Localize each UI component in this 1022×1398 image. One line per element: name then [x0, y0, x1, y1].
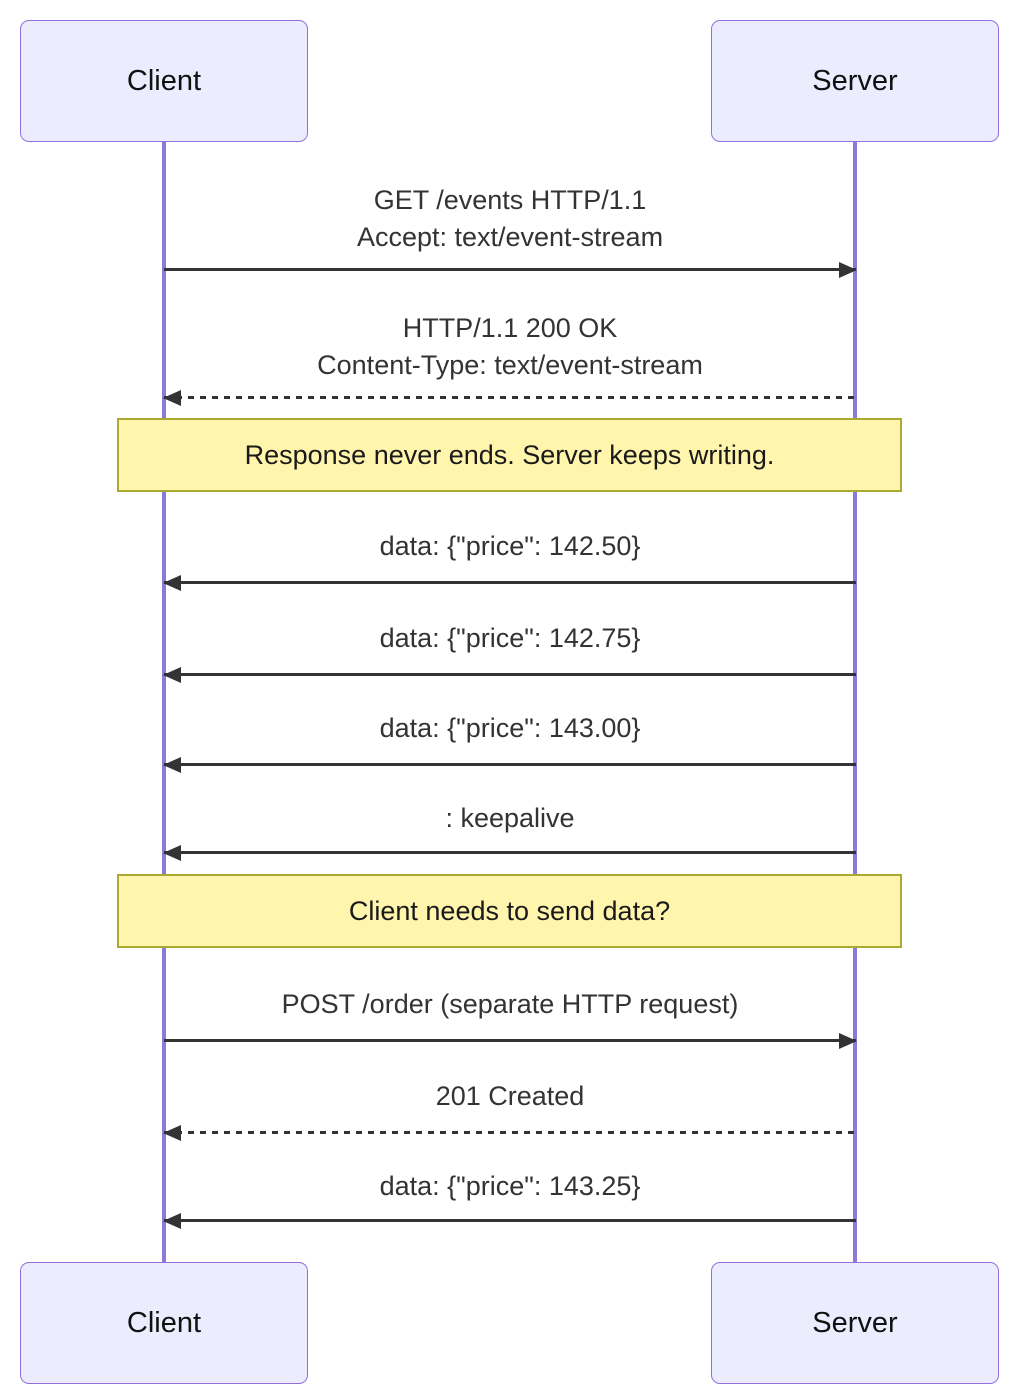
- actor-client-label: Client: [126, 1306, 202, 1339]
- message-line: GET /events HTTP/1.1: [373, 185, 647, 215]
- actor-client-label: Client: [126, 64, 202, 97]
- message-text: data: {"price": 143.00}: [164, 710, 856, 747]
- actor-server-top: Server: [711, 20, 999, 142]
- actor-server-bottom: Server: [711, 1262, 999, 1384]
- message-line: Content-Type: text/event-stream: [317, 350, 703, 380]
- message-line: 201 Created: [435, 1081, 585, 1111]
- message-line: HTTP/1.1 200 OK: [402, 313, 618, 343]
- message-text: POST /order (separate HTTP request): [164, 986, 856, 1023]
- note-text: Response never ends. Server keeps writin…: [244, 439, 775, 470]
- message-arrow-server-to-client: [164, 1219, 856, 1222]
- note-response-never-ends: Response never ends. Server keeps writin…: [117, 418, 902, 492]
- message-arrow-server-to-client: [164, 673, 856, 676]
- message-line: POST /order (separate HTTP request): [281, 989, 739, 1019]
- message-text: data: {"price": 142.75}: [164, 620, 856, 657]
- message-text: : keepalive: [164, 800, 856, 837]
- message-text: GET /events HTTP/1.1 Accept: text/event-…: [164, 182, 856, 256]
- message-arrow-server-to-client: [164, 581, 856, 584]
- message-line: data: {"price": 142.75}: [379, 623, 641, 653]
- note-client-needs-to-send-data: Client needs to send data?: [117, 874, 902, 948]
- message-text: data: {"price": 142.50}: [164, 528, 856, 565]
- message-line: data: {"price": 143.00}: [379, 713, 641, 743]
- server-lifeline: [853, 142, 857, 1262]
- actor-server-label: Server: [812, 64, 898, 97]
- client-lifeline: [162, 142, 166, 1262]
- actor-client-bottom: Client: [20, 1262, 308, 1384]
- message-arrow-server-to-client: [164, 851, 856, 854]
- message-line: data: {"price": 142.50}: [379, 531, 641, 561]
- message-arrow-server-to-client: [164, 763, 856, 766]
- message-text: data: {"price": 143.25}: [164, 1168, 856, 1205]
- message-arrow-client-to-server: [164, 268, 856, 271]
- actor-client-top: Client: [20, 20, 308, 142]
- message-text: HTTP/1.1 200 OK Content-Type: text/event…: [164, 310, 856, 384]
- actor-server-label: Server: [812, 1306, 898, 1339]
- message-arrow-server-to-client: [164, 1131, 856, 1134]
- message-line: data: {"price": 143.25}: [379, 1171, 641, 1201]
- message-arrow-client-to-server: [164, 1039, 856, 1042]
- note-text: Client needs to send data?: [348, 895, 671, 926]
- message-line: Accept: text/event-stream: [356, 222, 664, 252]
- message-text: 201 Created: [164, 1078, 856, 1115]
- message-line: : keepalive: [445, 803, 575, 833]
- message-arrow-server-to-client: [164, 396, 856, 399]
